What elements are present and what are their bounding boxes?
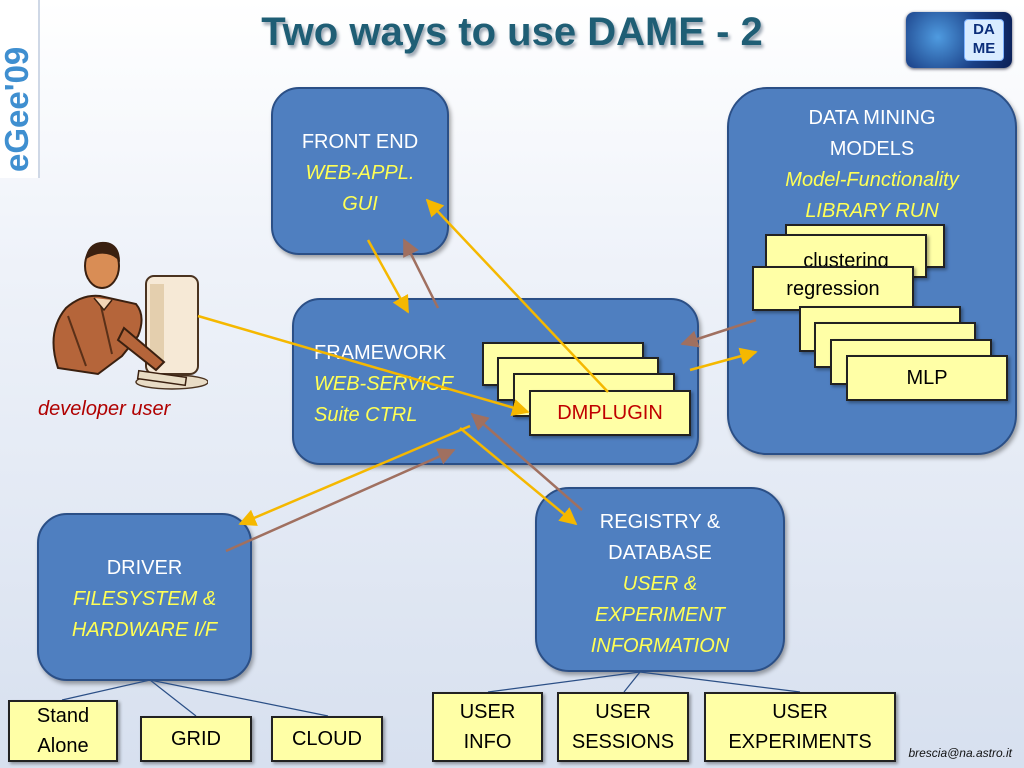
information-label: INFORMATION	[590, 635, 730, 657]
arrow-framework-to-models	[689, 347, 758, 372]
line-registry-experiments	[639, 671, 801, 693]
cloud-label: CLOUD	[291, 728, 362, 750]
arrow-driver-to-framework	[225, 448, 456, 553]
dame-logo-line2: ME	[972, 40, 996, 57]
line-driver-cloud	[149, 679, 329, 717]
user-label: USER &	[622, 573, 698, 595]
suite-ctrl-label: Suite CTRL	[314, 404, 418, 426]
model-functionality-label: Model-Functionality	[785, 169, 959, 191]
arrow-developer-to-dmplugin	[197, 314, 530, 417]
experiment-label: EXPERIMENT	[594, 604, 726, 626]
line-registry-sessions	[623, 671, 641, 693]
egee09-logo: eGee'09	[0, 0, 40, 178]
dame-logo-line1: DA	[973, 21, 995, 38]
arrow-frontend-to-framework	[366, 239, 410, 314]
driver-box: DRIVER FILESYSTEM & HARDWARE I/F	[37, 513, 252, 681]
user-info-box: USER INFO	[432, 692, 543, 762]
web-service-label: WEB-SERVICE	[314, 373, 454, 395]
user-info-label: USER INFO	[459, 701, 516, 753]
arrow-models-to-framework	[680, 318, 757, 348]
driver-title: DRIVER	[106, 557, 183, 579]
dame-logo-badge: DA ME	[964, 19, 1004, 61]
front-end-title: FRONT END	[301, 131, 419, 153]
cloud-box: CLOUD	[271, 716, 383, 762]
model-card-regression: regression	[752, 266, 914, 311]
database-label: DATABASE	[608, 542, 712, 564]
data-mining-title: DATA MINING	[808, 107, 936, 129]
hardware-if-label: HARDWARE I/F	[71, 619, 218, 641]
dmplugin-label: DMPLUGIN	[557, 402, 663, 424]
user-experiments-box: USER EXPERIMENTS	[704, 692, 896, 762]
arrow-framework-to-frontend	[402, 238, 440, 309]
grid-label: GRID	[171, 728, 221, 750]
arrow-framework-to-driver	[238, 424, 471, 526]
user-experiments-label: USER EXPERIMENTS	[728, 701, 872, 753]
line-driver-grid	[149, 679, 197, 717]
arrow-registry-to-framework	[470, 412, 583, 511]
dmplugin-card: DMPLUGIN	[529, 390, 691, 436]
front-end-box: FRONT END WEB-APPL. GUI	[271, 87, 449, 255]
model-card-mlp: MLP	[846, 355, 1008, 401]
developer-user-illustration	[52, 241, 208, 390]
user-sessions-box: USER SESSIONS	[557, 692, 689, 762]
dame-logo: DA ME	[906, 12, 1012, 68]
stand-alone-label: Stand Alone	[36, 705, 90, 757]
developer-user-label: developer user	[38, 398, 171, 420]
egee-logo-text: eGee'09	[0, 47, 35, 172]
library-run-label: LIBRARY RUN	[805, 200, 939, 222]
arrow-framework-to-registry	[459, 427, 578, 526]
filesystem-label: FILESYSTEM &	[72, 588, 217, 610]
mlp-label: MLP	[906, 367, 948, 389]
page-title: Two ways to use DAME - 2	[261, 10, 763, 54]
stand-alone-box: Stand Alone	[8, 700, 118, 762]
line-driver-standalone	[61, 679, 151, 701]
data-mining-models-label: MODELS	[829, 138, 915, 160]
contact-email: brescia@na.astro.it	[908, 746, 1012, 760]
regression-label: regression	[786, 277, 880, 300]
grid-box: GRID	[140, 716, 252, 762]
front-end-gui: GUI	[342, 193, 378, 215]
arrow-plugin-to-frontend	[425, 198, 609, 393]
line-registry-userinfo	[487, 671, 641, 693]
front-end-subtitle: WEB-APPL.	[305, 162, 415, 184]
registry-title: REGISTRY &	[599, 511, 721, 533]
user-sessions-label: USER SESSIONS	[571, 701, 675, 753]
